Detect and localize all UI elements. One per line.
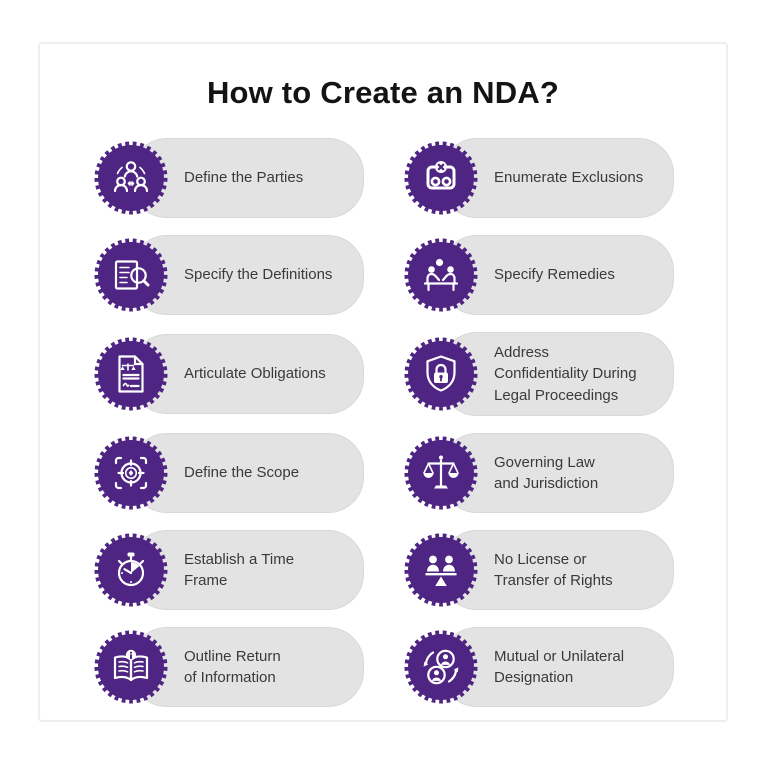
step-label: Define the Scope bbox=[184, 464, 300, 482]
step-no-license: No License or Transfer of Rights bbox=[402, 529, 674, 610]
mutual-icon bbox=[402, 628, 480, 706]
step-label: Governing Law and Jurisdiction bbox=[494, 453, 599, 492]
step-label: No License or Transfer of Rights bbox=[494, 550, 613, 589]
step-pill: Specify the Definitions bbox=[131, 235, 364, 315]
step-establish-time-frame: Establish a Time Frame bbox=[92, 529, 364, 610]
remedies-icon bbox=[402, 236, 480, 314]
infographic-card: How to Create an NDA? bbox=[38, 42, 728, 722]
scope-icon bbox=[92, 434, 170, 512]
step-governing-law: Governing Law and Jurisdiction bbox=[402, 432, 674, 513]
step-label: Articulate Obligations bbox=[184, 365, 326, 383]
step-pill: Address Confidentiality During Legal Pro… bbox=[441, 332, 674, 416]
step-pill: Outline Return of Information bbox=[131, 626, 364, 707]
step-label: Outline Return of Information bbox=[184, 647, 281, 686]
timeframe-icon bbox=[92, 531, 170, 609]
step-label: Address Confidentiality During Legal Pro… bbox=[494, 344, 637, 404]
step-pill: No License or Transfer of Rights bbox=[441, 529, 674, 610]
step-pill: Define the Scope bbox=[131, 432, 364, 513]
page-title: How to Create an NDA? bbox=[206, 75, 560, 110]
definitions-icon bbox=[92, 236, 170, 314]
step-define-scope: Define the Scope bbox=[92, 432, 364, 513]
parties-icon bbox=[92, 139, 170, 217]
step-label: Mutual or Unilateral Designation bbox=[494, 647, 625, 686]
step-pill: Specify Remedies bbox=[441, 235, 674, 315]
law-icon bbox=[402, 434, 480, 512]
step-label: Establish a Time Frame bbox=[184, 550, 295, 589]
step-specify-definitions: Specify the Definitions bbox=[92, 235, 364, 315]
step-label: Specify Remedies bbox=[494, 266, 615, 284]
step-pill: Establish a Time Frame bbox=[131, 529, 364, 610]
step-define-parties: Define the Parties bbox=[92, 138, 364, 218]
step-outline-return: Outline Return of Information bbox=[92, 626, 364, 707]
step-pill: Governing Law and Jurisdiction bbox=[441, 432, 674, 513]
exclusions-icon bbox=[402, 139, 480, 217]
obligations-icon bbox=[92, 335, 170, 413]
step-address-confidentiality: Address Confidentiality During Legal Pro… bbox=[402, 332, 674, 416]
step-label: Define the Parties bbox=[184, 169, 304, 187]
step-label: Enumerate Exclusions bbox=[494, 169, 644, 187]
step-articulate-obligations: Articulate Obligations bbox=[92, 332, 364, 416]
confidentiality-icon bbox=[402, 335, 480, 413]
step-pill: Articulate Obligations bbox=[131, 333, 364, 414]
step-label: Specify the Definitions bbox=[184, 266, 333, 284]
license-icon bbox=[402, 531, 480, 609]
step-pill: Define the Parties bbox=[131, 138, 364, 218]
step-pill: Mutual or Unilateral Designation bbox=[441, 626, 674, 707]
return-icon bbox=[92, 628, 170, 706]
step-specify-remedies: Specify Remedies bbox=[402, 235, 674, 315]
step-enumerate-exclusions: Enumerate Exclusions bbox=[402, 138, 674, 218]
step-mutual-unilateral: Mutual or Unilateral Designation bbox=[402, 626, 674, 707]
steps-grid: Define the Parties En bbox=[92, 138, 674, 707]
